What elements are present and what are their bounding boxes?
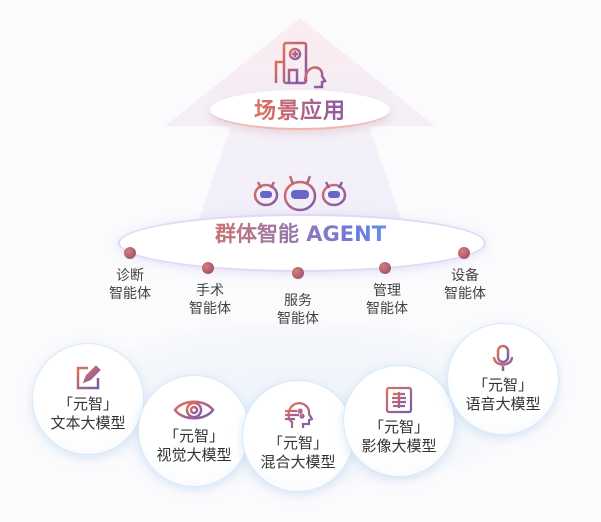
agent-item-line1: 诊断 — [116, 268, 144, 284]
agent-dot — [458, 247, 470, 259]
eye-icon — [173, 400, 215, 420]
agent-item-line2: 智能体 — [277, 311, 319, 327]
agent-item-line1: 手术 — [196, 283, 224, 299]
agent-item-line1: 服务 — [284, 293, 312, 309]
model-brand: 「元智」 — [368, 418, 429, 436]
agent-item-line1: 管理 — [373, 283, 401, 299]
model-name: 视觉大模型 — [156, 446, 232, 464]
model-name: 影像大模型 — [361, 437, 437, 455]
agent-dot — [292, 267, 304, 279]
edit-icon — [76, 365, 101, 390]
agent-title: 群体智能 AGENT — [0, 218, 601, 248]
model-text: 「元智」 文本大模型 — [32, 343, 144, 455]
agent-item-surgery: 手术智能体 — [170, 282, 250, 318]
agent-dot — [124, 247, 136, 259]
scene-application-title: 场景应用 — [254, 93, 346, 125]
agent-item-diagnosis: 诊断智能体 — [90, 267, 170, 303]
agent-item-line2: 智能体 — [366, 301, 408, 317]
model-name: 语音大模型 — [465, 395, 541, 413]
agent-dot — [379, 262, 391, 274]
agent-item-service: 服务智能体 — [258, 292, 338, 328]
model-brand: 「元智」 — [163, 427, 224, 445]
microphone-icon — [492, 344, 514, 371]
ai-head-icon — [285, 402, 313, 428]
model-brand: 「元智」 — [57, 395, 118, 413]
model-vision: 「元智」 视觉大模型 — [138, 375, 250, 487]
robots-icon — [253, 175, 347, 212]
hospital-person-icon — [274, 41, 327, 89]
agent-item-device: 设备智能体 — [425, 267, 505, 303]
agent-dot — [202, 262, 214, 274]
model-hybrid: 「元智」 混合大模型 — [242, 380, 354, 492]
xray-icon — [385, 386, 413, 414]
agent-item-line2: 智能体 — [444, 286, 486, 302]
agent-item-management: 管理智能体 — [347, 282, 427, 318]
model-imaging: 「元智」 影像大模型 — [343, 365, 455, 477]
agent-item-line1: 设备 — [451, 268, 479, 284]
agent-item-line2: 智能体 — [189, 301, 231, 317]
model-brand: 「元智」 — [267, 434, 328, 452]
scene-application-ellipse: 场景应用 — [210, 90, 390, 130]
agent-item-line2: 智能体 — [109, 286, 151, 302]
model-name: 混合大模型 — [260, 453, 336, 471]
model-speech: 「元智」 语音大模型 — [447, 323, 559, 435]
model-brand: 「元智」 — [472, 376, 533, 394]
model-name: 文本大模型 — [50, 414, 126, 432]
